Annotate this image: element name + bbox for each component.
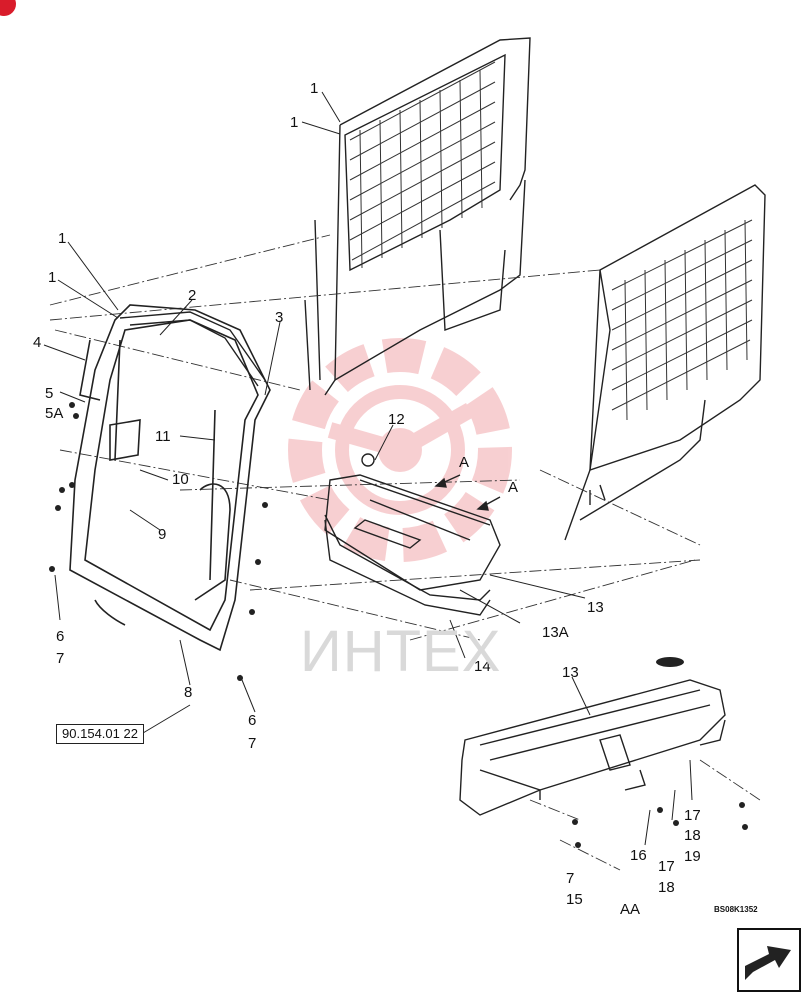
callout-11: 11 bbox=[155, 428, 171, 445]
callout-9: 9 bbox=[158, 526, 166, 543]
next-page-arrow-icon[interactable] bbox=[737, 928, 801, 992]
callout-17: 17 bbox=[684, 807, 701, 824]
callout-15: 15 bbox=[566, 891, 583, 908]
callout-1: 1 bbox=[48, 269, 56, 286]
drawing-code: BS08K1352 bbox=[714, 905, 758, 914]
leader-lines bbox=[43, 91, 693, 846]
callout-19: 19 bbox=[684, 848, 701, 865]
callout-8: 8 bbox=[184, 684, 192, 701]
callout-13: 13 bbox=[562, 664, 579, 681]
callout-1: 1 bbox=[310, 80, 318, 97]
callout-5: 5 bbox=[45, 385, 53, 402]
callout-a: A bbox=[459, 454, 469, 471]
watermark-text: ИНТЕХ bbox=[300, 619, 502, 684]
storage-box-detail bbox=[459, 679, 726, 816]
mesh-grid-upper bbox=[349, 61, 496, 269]
callout-7: 7 bbox=[248, 735, 256, 752]
storage-box-middle bbox=[324, 474, 501, 616]
callout-a: A bbox=[508, 479, 518, 496]
callout-5a: 5A bbox=[45, 405, 63, 422]
direction-arrows bbox=[434, 474, 501, 511]
callout-13a: 13A bbox=[542, 624, 569, 641]
callout-14: 14 bbox=[474, 658, 491, 675]
callout-17: 17 bbox=[658, 858, 675, 875]
gear-logo-icon bbox=[288, 338, 512, 562]
callout-3: 3 bbox=[275, 309, 283, 326]
callout-7: 7 bbox=[566, 870, 574, 887]
callout-1: 1 bbox=[290, 114, 298, 131]
red-badge-icon bbox=[0, 0, 16, 16]
seal-strip bbox=[119, 311, 266, 387]
mesh-grid-right bbox=[611, 219, 753, 421]
reference-number: 90.154.01 22 bbox=[56, 724, 144, 744]
callout-4: 4 bbox=[33, 334, 41, 351]
guide-lines bbox=[49, 234, 761, 871]
callout-6: 6 bbox=[56, 628, 64, 645]
callout-1: 1 bbox=[58, 230, 66, 247]
callout-13: 13 bbox=[587, 599, 604, 616]
callout-10: 10 bbox=[172, 471, 189, 488]
door-frame-left bbox=[69, 304, 271, 652]
callout-18: 18 bbox=[658, 879, 675, 896]
door-frame-upper bbox=[304, 37, 531, 396]
callouts: 1 1 1 1 2 3 4 5 5A 11 10 9 6 7 8 6 7 12 … bbox=[33, 80, 701, 908]
callout-16: 16 bbox=[630, 847, 647, 864]
side-panel-right bbox=[564, 184, 766, 541]
view-label: AA bbox=[620, 901, 641, 918]
detail-cap bbox=[656, 657, 684, 667]
callout-2: 2 bbox=[188, 287, 196, 304]
callout-12: 12 bbox=[388, 411, 405, 428]
callout-6: 6 bbox=[248, 712, 256, 729]
cap-part bbox=[361, 453, 375, 467]
callout-18: 18 bbox=[684, 827, 701, 844]
fasteners bbox=[49, 402, 748, 848]
callout-7: 7 bbox=[56, 650, 64, 667]
